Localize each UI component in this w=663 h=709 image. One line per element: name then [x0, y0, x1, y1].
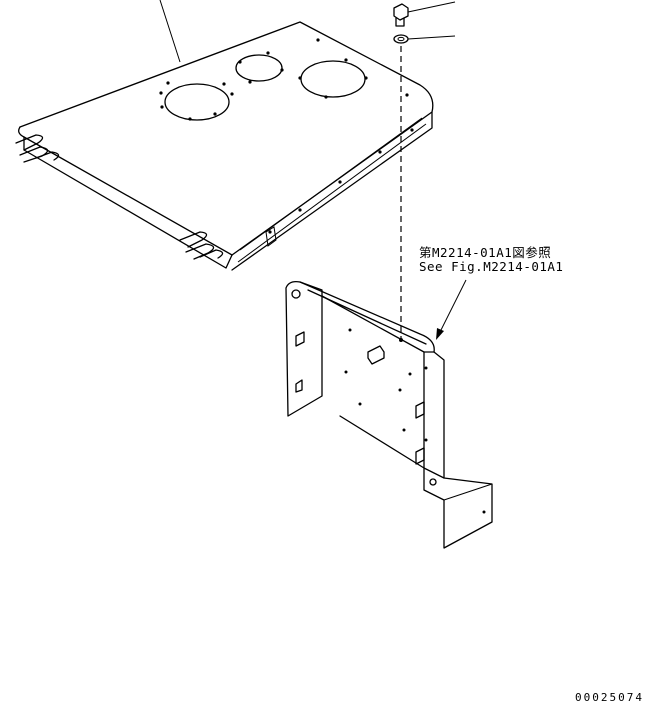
cover-plate: [15, 21, 434, 271]
washer: [393, 34, 456, 44]
cover-leader: [159, 0, 181, 63]
reference-arrow: [436, 279, 467, 340]
drawing-number: 00025074: [575, 691, 644, 704]
bolt: [393, 1, 456, 27]
reference-label-jp: 第M2214-01A1図参照: [419, 245, 552, 260]
reference-label-en: See Fig.M2214-01A1: [419, 259, 564, 274]
bracket: [285, 280, 493, 549]
